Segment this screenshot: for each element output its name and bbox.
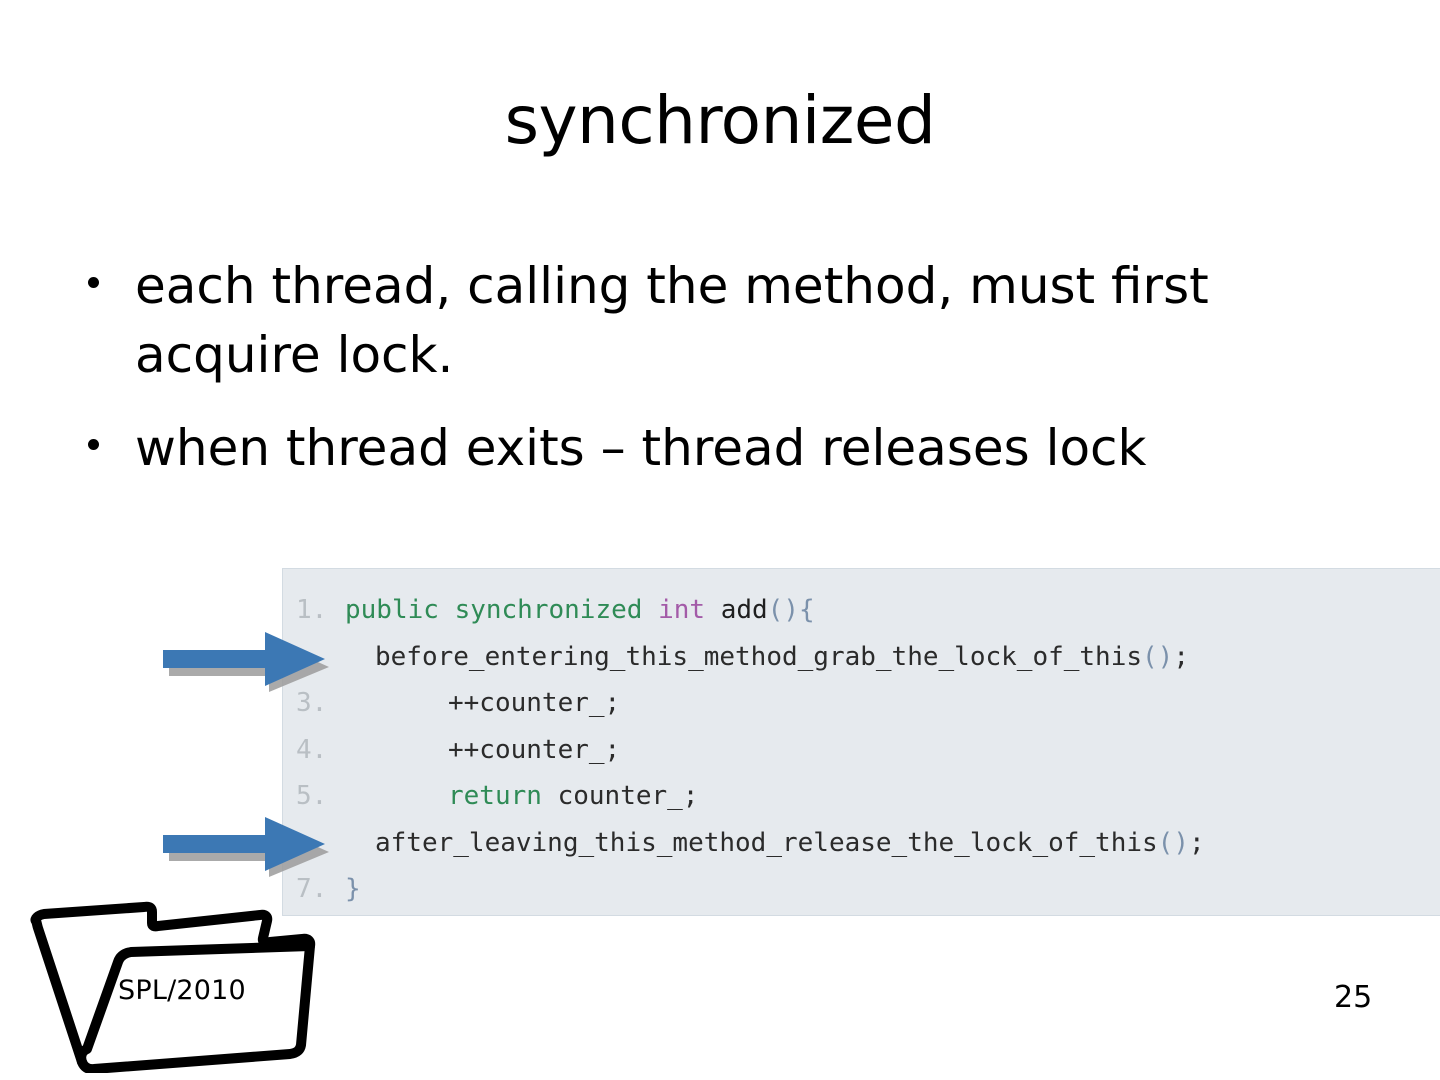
code-token: counter_; [541,781,699,811]
code-token: ; [1188,827,1205,858]
code-line: 3. ++counter_; [283,680,1440,727]
code-line: 1. public synchronized int add(){ [283,587,1440,634]
code-block: 1. public synchronized int add(){ before_e… [282,568,1440,916]
bullet-dot-icon [88,277,99,288]
code-line: after_leaving_this_method_release_the_lo… [283,820,1440,867]
code-lines-container: 1. public synchronized int add(){ before_e… [283,569,1440,915]
code-line-text: before_entering_this_method_grab_the_loc… [345,634,1440,681]
code-line: 5. return counter_; [283,773,1440,820]
list-item: each thread, calling the method, must fi… [80,252,1380,390]
code-token: ; [1173,641,1189,672]
code-line-text: ++counter_; [345,727,1440,774]
bullet-dot-icon [88,439,99,450]
code-token: add [720,595,768,625]
code-line-text: public synchronized int add(){ [345,587,1440,634]
code-token [705,595,721,625]
code-line: before_entering_this_method_grab_the_loc… [283,634,1440,681]
footer-label: SPL/2010 [118,975,246,1006]
list-item: when thread exits – thread releases lock [80,414,1380,483]
code-token: ++counter_; [448,734,621,765]
folder-icon [24,893,324,1075]
code-line-number: 1. [296,595,328,625]
code-line-number: 4. [296,734,328,765]
code-token: return [448,781,542,811]
code-token: before_entering_this_method_grab_the_loc… [375,641,1143,672]
code-line: 4. ++counter_; [283,727,1440,774]
code-token: after_leaving_this_method_release_the_lo… [375,827,1158,858]
blue-arrow-icon-line2 [157,630,333,692]
code-token: ++counter_; [448,688,621,718]
code-token: () [1157,827,1189,858]
code-line-text: after_leaving_this_method_release_the_lo… [345,820,1440,867]
code-token: () [1142,641,1174,672]
blue-arrow-icon-line6 [157,815,333,877]
list-item-label: each thread, calling the method, must fi… [135,257,1209,384]
code-line-number: 3. [296,688,328,718]
code-line-number: 5. [296,781,328,811]
code-line: 7.} [283,866,1440,913]
code-line-text: return counter_; [345,773,1440,820]
code-token: public synchronized [345,595,659,625]
code-token: } [345,874,361,904]
list-item-label: when thread exits – thread releases lock [135,419,1147,477]
code-line-text: ++counter_; [345,680,1440,727]
code-token: (){ [767,595,815,625]
page-number: 25 [1334,980,1373,1015]
bullet-list: each thread, calling the method, must fi… [80,252,1380,507]
code-line-number: 7. [296,874,328,904]
page-title: synchronized [504,82,936,159]
code-line-text: } [345,866,1440,913]
code-token: int [658,595,706,625]
